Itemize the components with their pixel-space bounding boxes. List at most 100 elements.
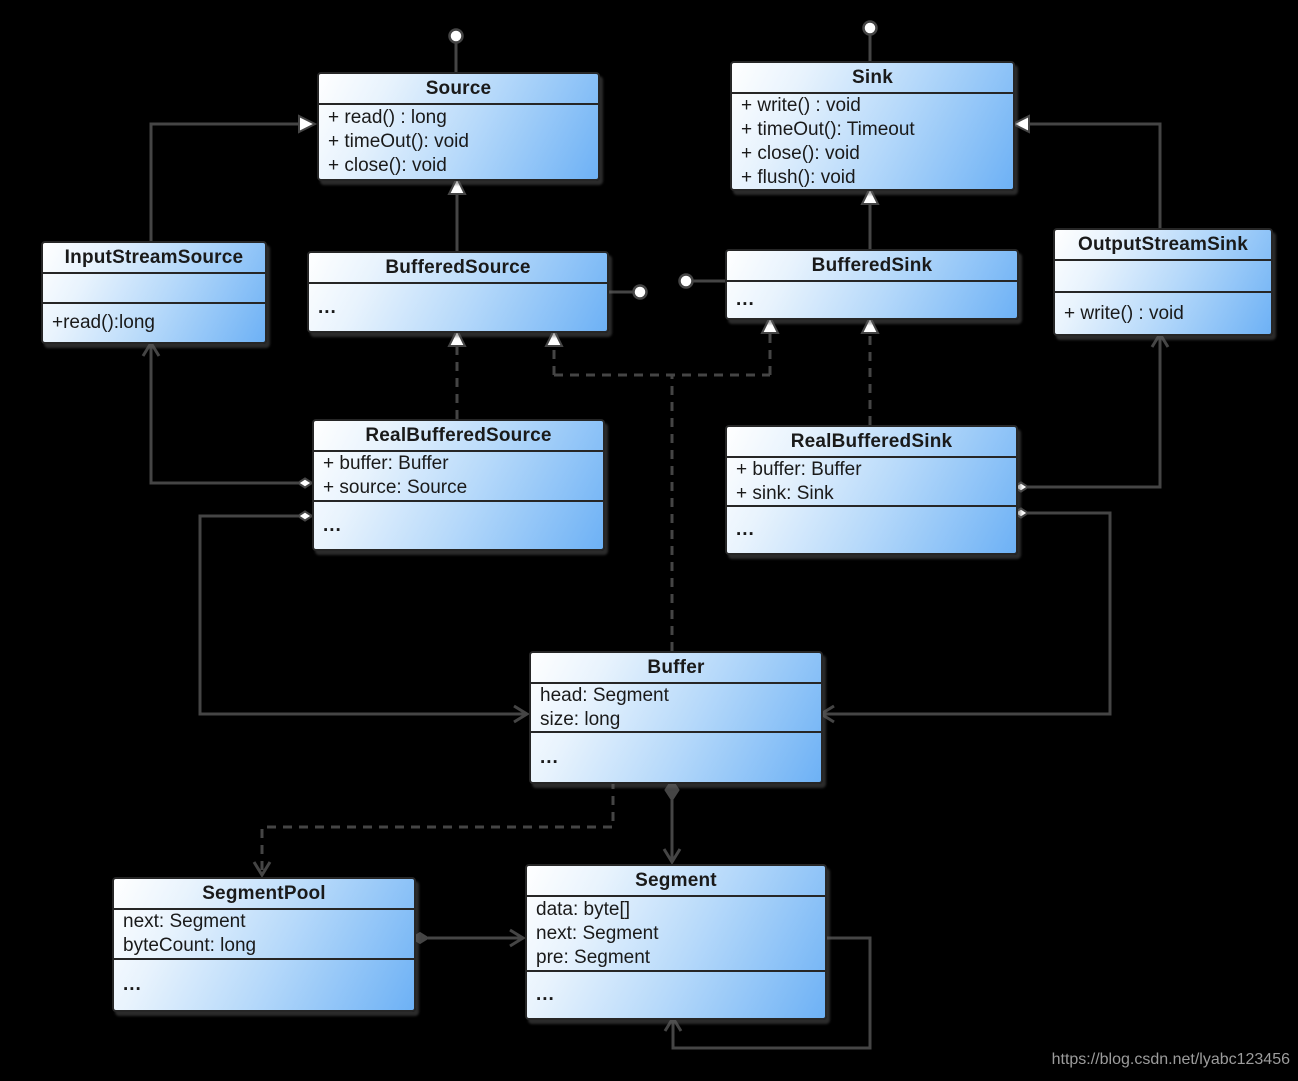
class-title: Segment — [635, 869, 717, 891]
operations-compartment: + read() : long + timeOut(): void + clos… — [319, 103, 598, 179]
hollow-triangle-icon — [860, 185, 880, 205]
realization-realbufferedsink-to-bufferedsink — [860, 314, 880, 425]
attribute: next: Segment — [123, 911, 246, 932]
class-title: OutputStreamSink — [1078, 233, 1248, 255]
attribute: next: Segment — [536, 922, 659, 944]
interface-lollipop-icon — [448, 28, 464, 44]
attributes-compartment: head: Segment size: long — [531, 682, 821, 731]
body-compartment: ... — [527, 970, 825, 1018]
aggregation-realbufferedsink-to-outputstreamsink — [1012, 331, 1170, 493]
operations-compartment: +read():long — [43, 302, 265, 342]
class-title: Source — [425, 77, 492, 99]
attribute: + buffer: Buffer — [323, 453, 449, 474]
hollow-triangle-icon — [1010, 114, 1030, 134]
ellipsis: ... — [736, 519, 755, 540]
white-diamond-icon — [296, 477, 314, 489]
open-arrow-icon — [252, 861, 272, 878]
class-title: SegmentPool — [202, 882, 326, 904]
operation: + timeOut(): void — [328, 131, 469, 152]
hollow-triangle-icon — [447, 327, 467, 347]
ellipsis: ... — [323, 514, 342, 536]
attributes-compartment — [43, 272, 265, 302]
aggregation-realbufferedsource-to-inputstreamsource — [141, 340, 314, 489]
attribute: head: Segment — [540, 684, 669, 706]
composition-segmentpool-to-segment — [410, 928, 526, 948]
body-compartment: ... — [727, 280, 1017, 318]
generalization-inputstreamsource-to-source — [149, 114, 318, 241]
class-inputstreamsource: InputStreamSource +read():long — [41, 241, 267, 344]
aggregation-realbufferedsource-to-buffer — [198, 510, 530, 724]
open-arrow-icon — [513, 704, 530, 724]
generalization-bufferedsource-to-source — [447, 175, 467, 251]
hollow-triangle-icon — [544, 327, 564, 347]
body-compartment: ... — [727, 505, 1016, 553]
attributes-compartment: data: byte[] next: Segment pre: Segment — [527, 895, 825, 970]
class-title: InputStreamSource — [64, 246, 244, 268]
composition-buffer-to-segment — [662, 778, 682, 865]
attribute: pre: Segment — [536, 946, 651, 968]
attributes-compartment: + buffer: Buffer + source: Source — [314, 450, 603, 500]
body-compartment: ... — [314, 500, 603, 549]
lollipop-source — [448, 28, 464, 72]
class-segmentpool: SegmentPool next: Segment byteCount: lon… — [112, 877, 416, 1012]
hollow-triangle-icon — [860, 314, 880, 334]
attribute: byteCount: long — [123, 935, 257, 956]
generalization-outputstreamsink-to-sink — [1010, 114, 1162, 228]
watermark-url: https://blog.csdn.net/lyabc123456 — [1051, 1051, 1290, 1068]
class-buffer: Buffer head: Segment size: long ... — [529, 651, 823, 784]
operation: + close(): void — [328, 155, 447, 176]
lollipop-buffered-sink — [678, 273, 725, 289]
operation: + write() : void — [1064, 302, 1184, 324]
ellipsis: ... — [536, 984, 555, 1005]
class-sink: Sink + write() : void + timeOut(): Timeo… — [730, 61, 1015, 191]
hollow-triangle-icon — [760, 314, 780, 334]
dependency-buffer-to-segmentpool — [252, 780, 615, 878]
class-title: BufferedSource — [385, 256, 531, 278]
operation: + close(): void — [741, 142, 860, 164]
class-title: RealBufferedSink — [790, 430, 953, 452]
filled-diamond-icon — [664, 778, 680, 802]
class-outputstreamsink: OutputStreamSink + write() : void — [1053, 228, 1273, 336]
ellipsis: ... — [736, 289, 755, 310]
ellipsis: ... — [318, 296, 337, 318]
white-diamond-icon — [296, 510, 314, 522]
open-arrow-icon — [509, 928, 526, 948]
lollipop-sink — [862, 20, 878, 61]
class-title: Buffer — [647, 656, 705, 678]
operation: +read():long — [52, 312, 155, 333]
ellipsis: ... — [123, 974, 142, 995]
class-source: Source + read() : long + timeOut(): void… — [317, 72, 600, 181]
filled-diamond-icon — [410, 931, 430, 945]
attributes-compartment — [1055, 259, 1271, 291]
class-segment: Segment data: byte[] next: Segment pre: … — [525, 864, 827, 1020]
class-title: Sink — [852, 66, 893, 88]
hollow-triangle-icon — [298, 114, 318, 134]
operation: + read() : long — [328, 107, 447, 128]
class-realbufferedsource: RealBufferedSource + buffer: Buffer + so… — [312, 419, 605, 551]
class-bufferedsource: BufferedSource ... — [307, 251, 609, 333]
attribute: data: byte[] — [536, 898, 631, 920]
attribute: + buffer: Buffer — [736, 458, 862, 480]
realization-buffer-to-buffered-interfaces — [544, 314, 780, 651]
operation: + timeOut(): Timeout — [741, 118, 915, 140]
interface-lollipop-icon — [678, 273, 694, 289]
attribute: + source: Source — [323, 477, 468, 498]
class-title: BufferedSink — [811, 254, 933, 276]
class-title: RealBufferedSource — [365, 424, 552, 446]
body-compartment: ... — [531, 731, 821, 782]
lollipop-buffered-source — [605, 284, 648, 300]
operation: + write() : void — [741, 94, 861, 116]
class-bufferedsink: BufferedSink ... — [725, 249, 1019, 320]
operations-compartment: + write() : void — [1055, 291, 1271, 334]
interface-lollipop-icon — [862, 20, 878, 36]
class-realbufferedsink: RealBufferedSink + buffer: Buffer + sink… — [725, 425, 1018, 555]
operation: + flush(): void — [741, 166, 856, 188]
operations-compartment: + write() : void + timeOut(): Timeout + … — [732, 92, 1013, 189]
hollow-triangle-icon — [447, 175, 467, 195]
attributes-compartment: + buffer: Buffer + sink: Sink — [727, 456, 1016, 505]
open-arrow-icon — [662, 848, 682, 865]
interface-lollipop-icon — [632, 284, 648, 300]
attribute: size: long — [540, 708, 621, 730]
attribute: + sink: Sink — [736, 482, 834, 504]
